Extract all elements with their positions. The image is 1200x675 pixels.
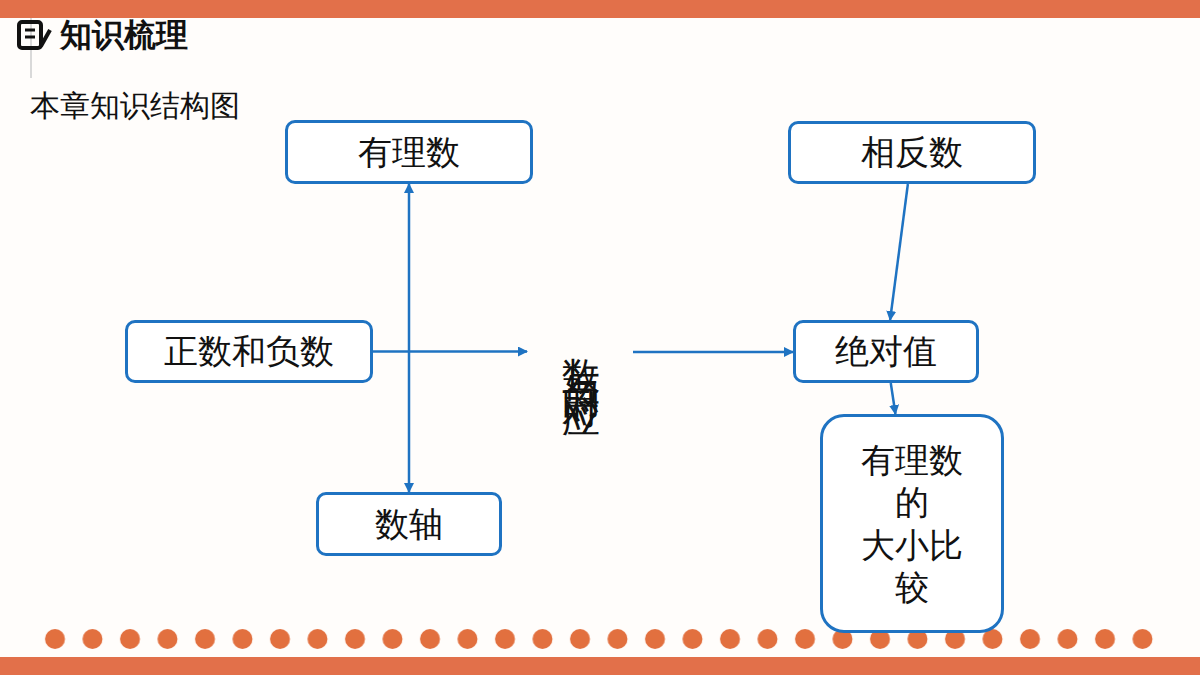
top-band [0,0,1200,18]
concept-box: 有理数 [285,120,533,184]
bottom-band [0,657,1200,675]
concept-box: 有理数 的 大小比 较 [820,414,1004,633]
node-text: 数与点的对应 [556,328,604,376]
concept-box: 正数和负数 [125,320,373,383]
subtitle-label: 本章知识结构图 [30,86,240,127]
node-text: 相反数 [861,131,963,174]
page-title: 知识梳理 [60,14,188,58]
connector-arrow [890,184,908,320]
concept-box: 相反数 [788,121,1036,184]
dot-row [36,627,1162,651]
header-icon [19,22,50,48]
connector-arrow [408,184,411,492]
node-text: 正数和负数 [164,330,334,373]
node-text: 有理数 的 大小比 较 [853,439,971,609]
connector-arrow [633,351,793,354]
concept-box: 绝对值 [793,320,979,383]
node-text: 有理数 [358,131,460,174]
connector-arrow [891,383,896,414]
node-text: 数轴 [375,503,443,546]
connector-arrow [373,350,527,353]
concept-box: 数轴 [316,492,502,556]
node-text: 绝对值 [835,330,937,373]
vertical-concept: 数与点的对应 [527,212,633,492]
